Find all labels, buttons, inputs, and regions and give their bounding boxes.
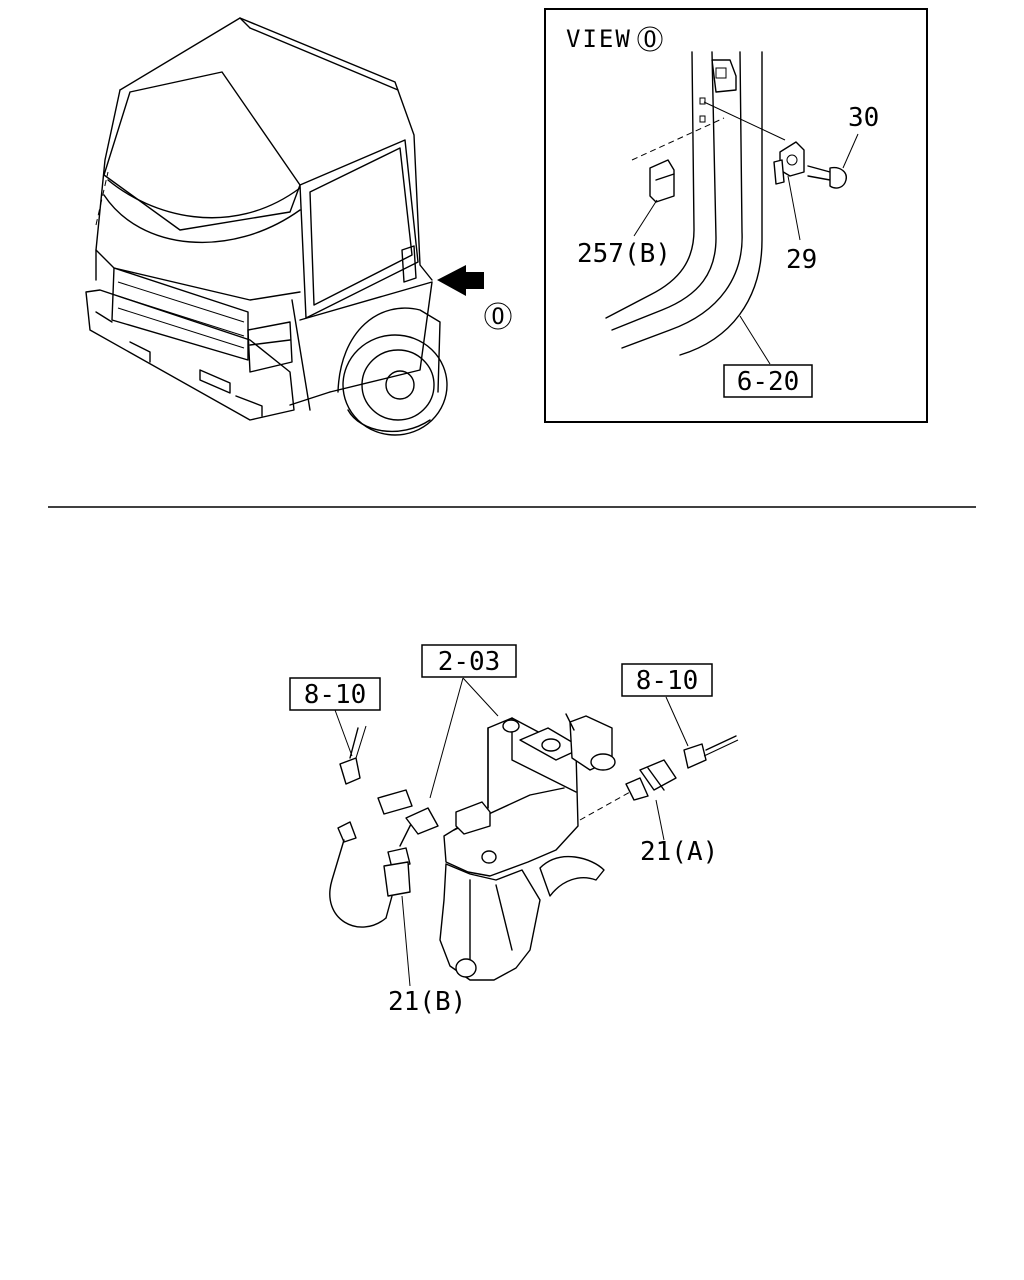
- pedal-assembly-illustration: 2-03 8-10 8-10 21(A) 21(B): [289, 644, 739, 1017]
- view-title: VIEW: [566, 25, 632, 53]
- label-ref-2-03: 2-03: [438, 647, 501, 677]
- label-part-29: 29: [786, 245, 817, 275]
- arrow-marker: O: [491, 305, 504, 330]
- label-ref-6-20: 6-20: [737, 367, 800, 397]
- view-arrow: O: [437, 265, 512, 330]
- label-ref-8-10-right: 8-10: [636, 666, 699, 696]
- label-part-21b: 21(B): [388, 987, 466, 1017]
- label-part-257b: 257(B): [577, 239, 671, 269]
- truck-cab-illustration: [85, 17, 448, 436]
- view-marker: O: [643, 28, 656, 53]
- view-o-inset: VIEW O 30 257(B) 29: [544, 8, 928, 423]
- label-part-21a: 21(A): [640, 837, 718, 867]
- label-part-30: 30: [848, 103, 879, 133]
- label-ref-8-10-left: 8-10: [304, 680, 367, 710]
